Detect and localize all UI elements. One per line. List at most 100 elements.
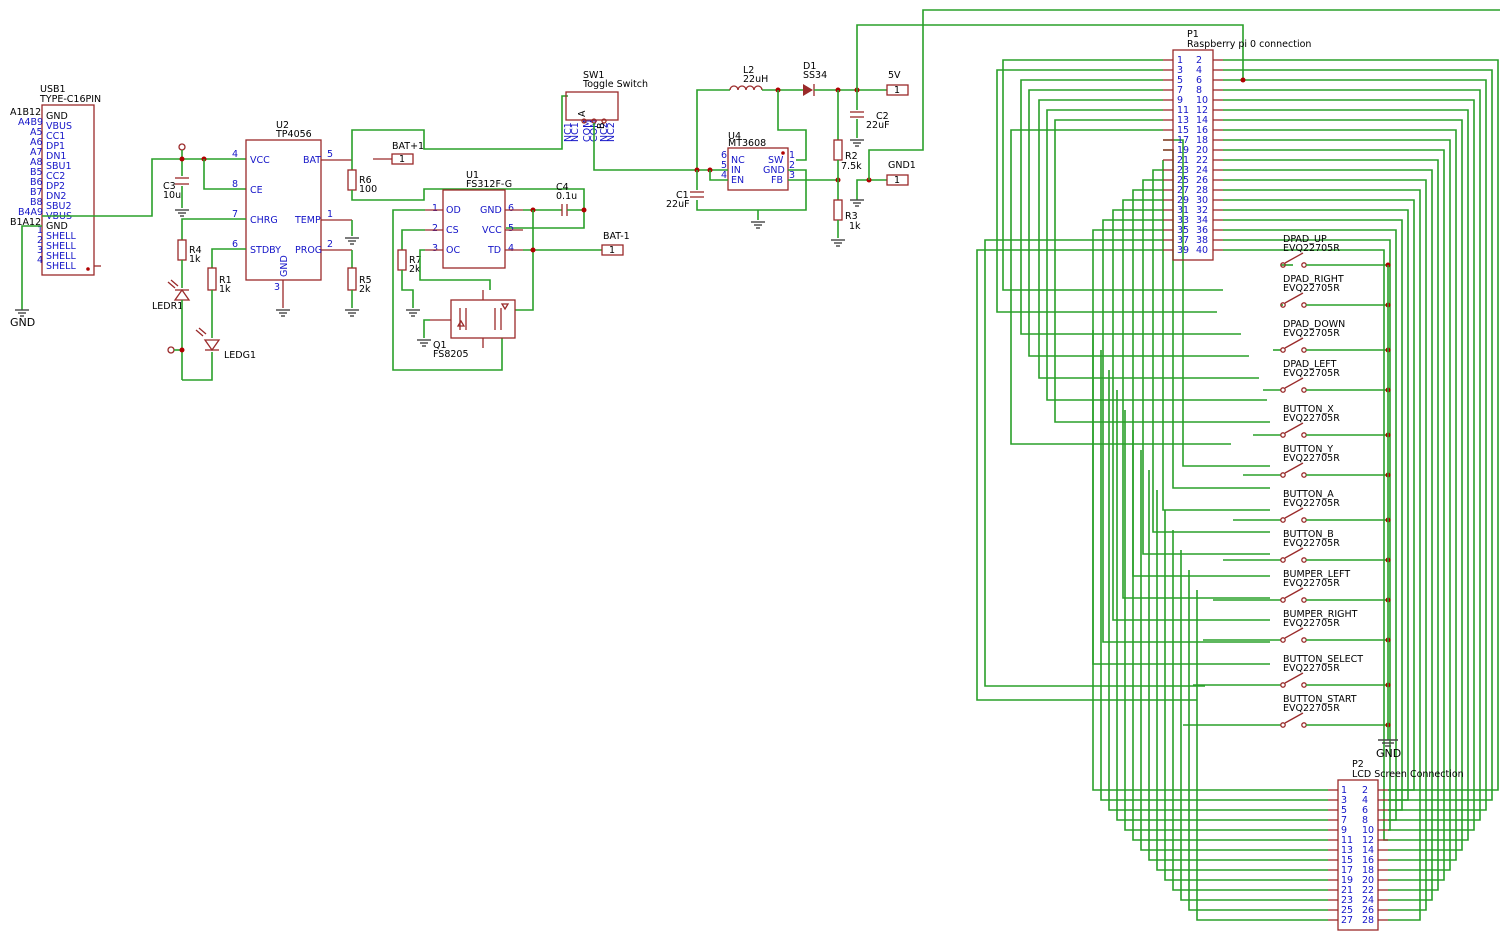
r4-ref: R4 bbox=[189, 245, 202, 256]
u2-pin-gnd: GND bbox=[279, 255, 290, 277]
d1-ref: D1 bbox=[803, 61, 816, 72]
p1-pin-right: 38 bbox=[1196, 235, 1208, 246]
switch-contact bbox=[1280, 347, 1286, 353]
u4-mt3608: U4 MT3608 NC IN EN SW GND FB 6 5 4 1 2 3 bbox=[721, 131, 795, 191]
usb1-inner-pin: CC2 bbox=[46, 171, 65, 182]
sw1-pin: COM bbox=[582, 120, 593, 142]
p2-header: P2 LCD Screen Connection 135791113151719… bbox=[1328, 759, 1464, 931]
usb1-inner-pin: GND bbox=[46, 221, 68, 232]
usb1-shell-num: 3 bbox=[37, 245, 43, 256]
u1-pin-vcc: VCC bbox=[482, 225, 502, 236]
u2-n4: 4 bbox=[232, 149, 238, 160]
gpio-wire bbox=[1223, 59, 1499, 791]
switch-lever bbox=[1284, 462, 1304, 474]
p2-pin-left: 7 bbox=[1341, 815, 1347, 826]
p1-pin-left: 3 bbox=[1177, 65, 1183, 76]
lcd-wire bbox=[1124, 410, 1328, 831]
usb1-inner-pin: SHELL bbox=[46, 251, 76, 262]
p1-pin-left: 1 bbox=[1177, 55, 1183, 66]
button-part: EVQ22705R bbox=[1283, 618, 1340, 629]
p1-pin-left: 31 bbox=[1177, 205, 1189, 216]
usb1-shell-num: 2 bbox=[37, 235, 43, 246]
u4-n1: 1 bbox=[789, 150, 795, 161]
gpio-wire bbox=[1223, 159, 1439, 891]
p2-pin-right: 10 bbox=[1362, 825, 1374, 836]
usb1-left-pin: B7 bbox=[30, 187, 43, 198]
gpio-wire bbox=[1152, 169, 1270, 533]
r5-ref: R5 bbox=[359, 275, 372, 286]
gpio-wire bbox=[1223, 139, 1451, 871]
usb1-left-pin: A8 bbox=[30, 157, 43, 168]
p2-pin-left: 11 bbox=[1341, 835, 1353, 846]
p2-pin-left: 23 bbox=[1341, 895, 1353, 906]
p2-pin-right: 18 bbox=[1362, 865, 1374, 876]
gpio-wire bbox=[1223, 69, 1493, 801]
button-name: BUTTON_B bbox=[1283, 529, 1334, 540]
gnd-label-buttons: GND bbox=[1376, 747, 1401, 760]
c1-value: 22uF bbox=[666, 199, 690, 210]
switch-contact bbox=[1280, 517, 1286, 523]
p2-pin-left: 13 bbox=[1341, 845, 1353, 856]
p2-pin-right: 26 bbox=[1362, 905, 1374, 916]
u4-n6: 6 bbox=[721, 150, 727, 161]
switch-lever bbox=[1284, 507, 1304, 519]
switch-lever bbox=[1284, 627, 1304, 639]
v5-pin: 1 bbox=[894, 85, 900, 96]
u2-pin-ce: CE bbox=[250, 185, 263, 196]
usb1-left-pin: B1A12 bbox=[10, 217, 41, 228]
switch-contact bbox=[1301, 472, 1307, 478]
gpio-wire bbox=[1223, 179, 1427, 911]
switch-contact bbox=[1280, 682, 1286, 688]
p1-pin-left: 19 bbox=[1177, 145, 1189, 156]
switch-lever bbox=[1284, 587, 1304, 599]
switch-contact bbox=[1301, 302, 1307, 308]
switch-contact bbox=[1280, 597, 1286, 603]
p1-pin-left: 13 bbox=[1177, 115, 1189, 126]
gpio-wire bbox=[1223, 129, 1457, 861]
batp-pin: 1 bbox=[399, 154, 405, 165]
button-name: BUTTON_START bbox=[1283, 694, 1357, 705]
p2-pin-left: 21 bbox=[1341, 885, 1353, 896]
switch-lever bbox=[1284, 337, 1304, 349]
r1-ref: R1 bbox=[219, 275, 232, 286]
p2-pin-right: 2 bbox=[1362, 785, 1368, 796]
switch-contact bbox=[1280, 472, 1286, 478]
button-part: EVQ22705R bbox=[1283, 663, 1340, 674]
p2-pin-right: 14 bbox=[1362, 845, 1374, 856]
u4-pin-fb: FB bbox=[771, 175, 783, 186]
sw1-label-a: A bbox=[577, 110, 588, 117]
u1-ref: U1 bbox=[466, 170, 479, 181]
switch-contact bbox=[1301, 722, 1307, 728]
u4-n4: 4 bbox=[721, 170, 727, 181]
p2-pin-left: 9 bbox=[1341, 825, 1347, 836]
lcd-wire bbox=[1156, 490, 1328, 871]
button-part: EVQ22705R bbox=[1283, 538, 1340, 549]
switch-lever bbox=[1284, 672, 1304, 684]
button-part: EVQ22705R bbox=[1283, 413, 1340, 424]
u2-pin-bat: BAT bbox=[303, 155, 321, 166]
gpio-wire bbox=[984, 239, 1205, 687]
button-name: BUTTON_Y bbox=[1283, 444, 1333, 455]
button-column: DPAD_UPEVQ22705RDPAD_RIGHTEVQ22705RDPAD_… bbox=[1280, 234, 1391, 728]
sw1-pin: NC1 bbox=[570, 122, 581, 142]
usb1-inner-pins: GNDVBUSCC1DP1DN1SBU1CC2DP2DN2SBU2VBUSGND… bbox=[46, 111, 76, 272]
usb1-inner-pin: SHELL bbox=[46, 231, 76, 242]
gpio-wire bbox=[1223, 79, 1487, 811]
sw1-pin: NC2 bbox=[606, 122, 617, 142]
p1-pin-right: 28 bbox=[1196, 185, 1208, 196]
gnd-symbol-usb: GND bbox=[10, 309, 35, 329]
p1-pin-right: 8 bbox=[1196, 85, 1202, 96]
c2-value: 22uF bbox=[866, 120, 890, 131]
r4-value: 1k bbox=[189, 254, 201, 265]
button-name: DPAD_LEFT bbox=[1283, 359, 1337, 370]
p1-pin-left: 17 bbox=[1177, 135, 1189, 146]
switch-contact bbox=[1280, 387, 1286, 393]
gpio-wiring bbox=[976, 59, 1499, 921]
p2-pin-right: 24 bbox=[1362, 895, 1374, 906]
